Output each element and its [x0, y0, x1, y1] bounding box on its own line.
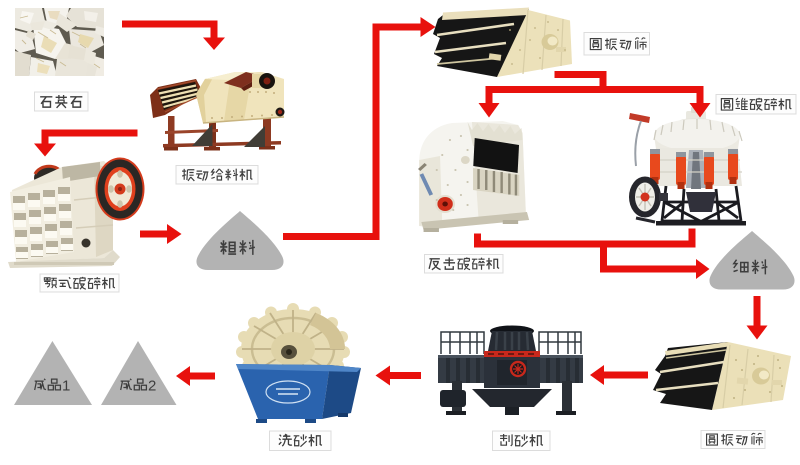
- svg-text:1: 1: [62, 378, 70, 395]
- svg-text:2: 2: [148, 378, 156, 395]
